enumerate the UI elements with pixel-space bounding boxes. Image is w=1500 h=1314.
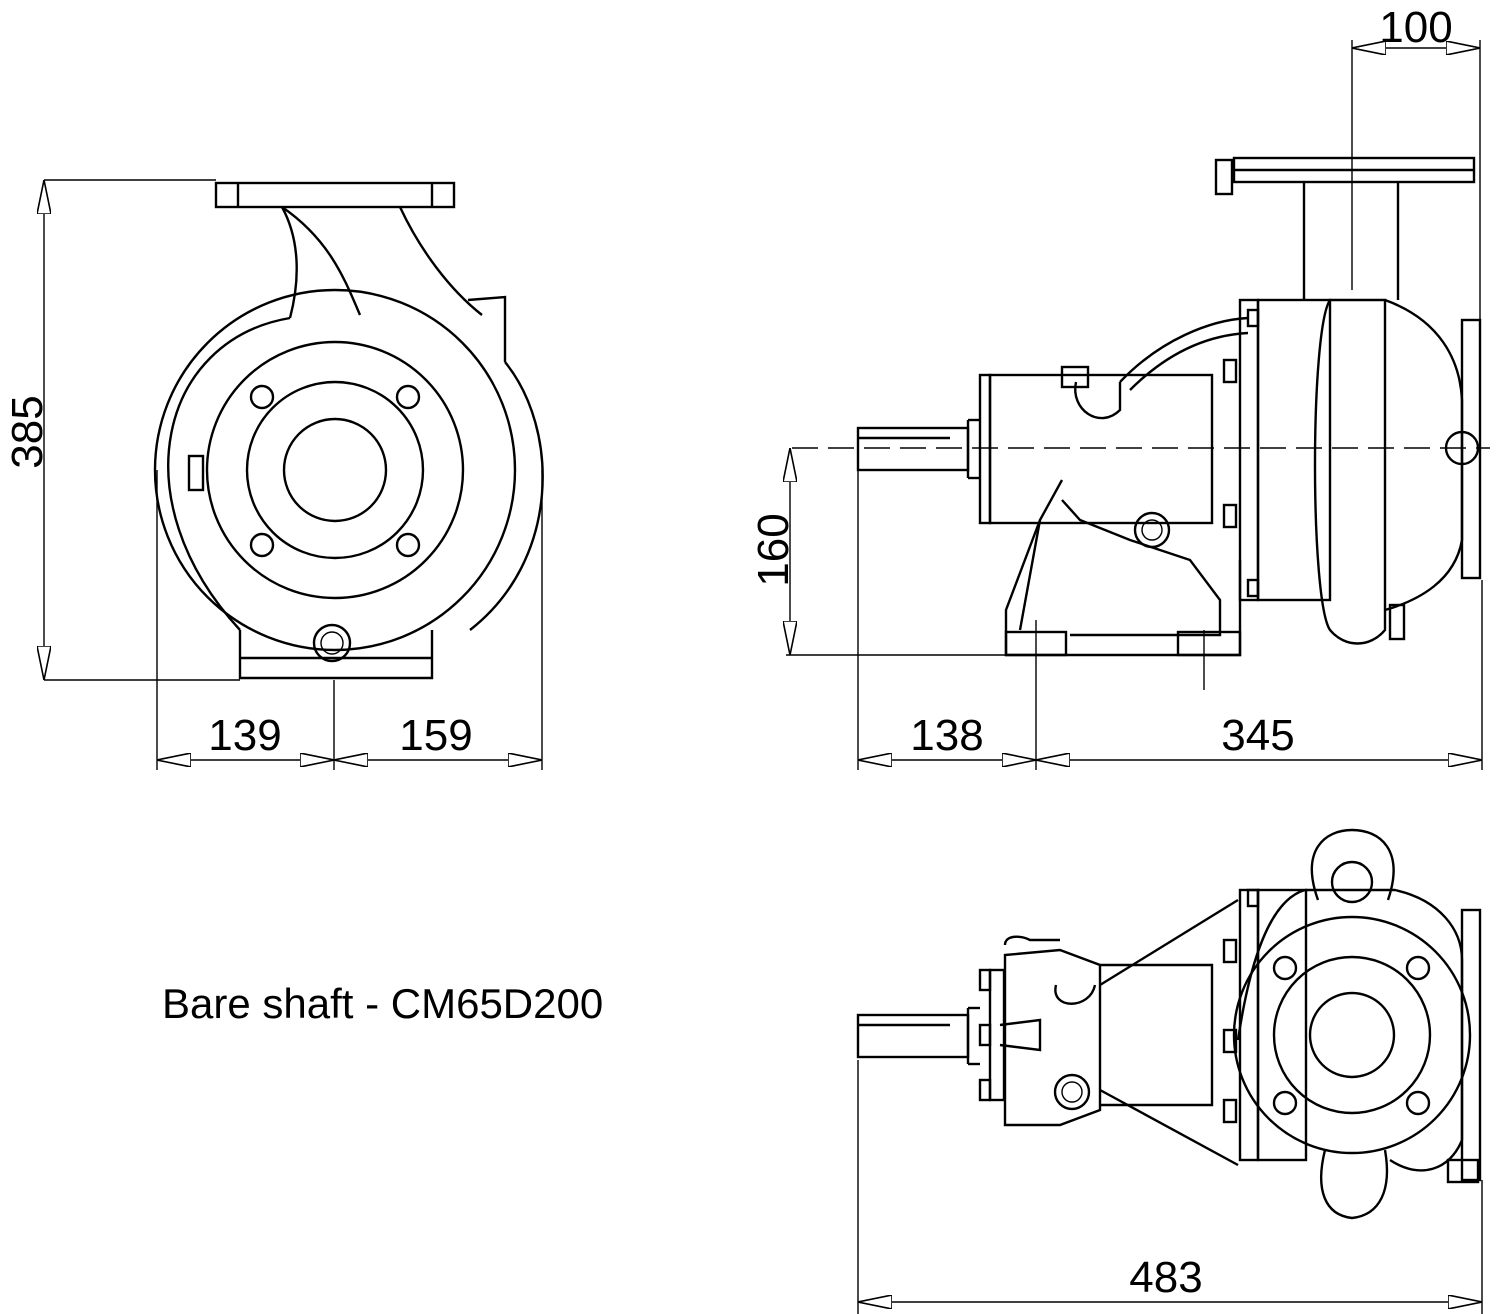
- outlet-flange: [214, 181, 456, 209]
- volute-body: [1313, 298, 1387, 645]
- top-suction-flange: [1232, 915, 1472, 1155]
- bolt-hole: [395, 532, 421, 558]
- bolt-hole: [395, 384, 421, 410]
- lifting-lug: [1310, 828, 1395, 901]
- side-view: 100 160 138 345: [749, 3, 1490, 770]
- dim-side-outlet: 100: [1379, 3, 1452, 52]
- bearing-frame-foot: [1004, 479, 1242, 657]
- volute-casing: [469, 361, 544, 631]
- suction-bore: [282, 417, 388, 523]
- bolt-hole: [249, 384, 275, 410]
- front-view: 385 139 159: [3, 179, 544, 770]
- dim-side-shaft: 138: [910, 711, 983, 760]
- dim-front-right: 159: [399, 711, 472, 760]
- casing-outline: [153, 288, 517, 652]
- shaft: [856, 426, 970, 472]
- top-bearing-housing: [1003, 948, 1102, 1127]
- dim-front-height: 385: [3, 395, 52, 468]
- dim-side-body: 345: [1221, 711, 1294, 760]
- suction-flange: [205, 340, 465, 600]
- dim-front-left: 139: [208, 711, 281, 760]
- top-view: 483: [856, 828, 1483, 1314]
- bolt-hole: [249, 532, 275, 558]
- drawing-title: Bare shaft - CM65D200: [162, 980, 603, 1027]
- dim-side-axis-height: 160: [749, 513, 798, 586]
- dim-top-total: 483: [1129, 1253, 1202, 1302]
- casing-foot: [238, 630, 434, 680]
- top-shaft: [856, 1013, 970, 1059]
- drain-plug: [312, 623, 352, 663]
- bearing-housing: [988, 373, 1214, 525]
